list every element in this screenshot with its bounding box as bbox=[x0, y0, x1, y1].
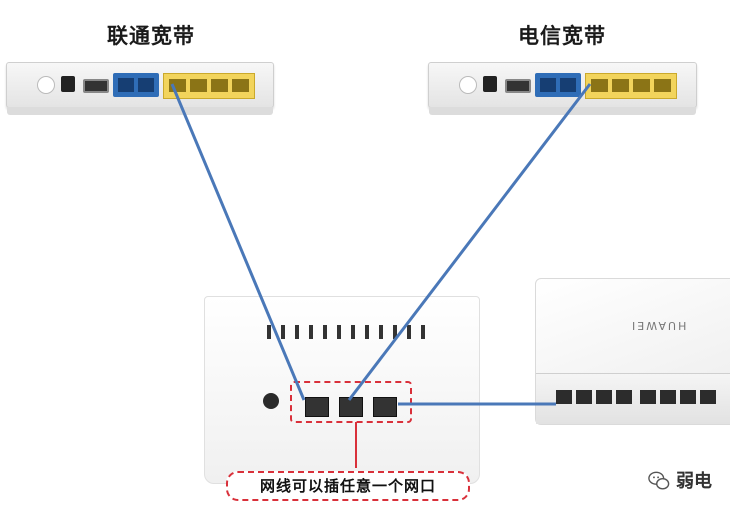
power-button-icon bbox=[459, 76, 477, 94]
usb-port-icon bbox=[83, 79, 109, 93]
router-dc-jack-icon bbox=[263, 393, 279, 409]
power-button-icon bbox=[37, 76, 55, 94]
vent-slot bbox=[267, 325, 271, 339]
vent-slot bbox=[337, 325, 341, 339]
vent-slot bbox=[309, 325, 313, 339]
vent-slot bbox=[281, 325, 285, 339]
watermark-text: 弱电 bbox=[676, 471, 712, 492]
switch-port bbox=[660, 390, 676, 404]
vent-slot bbox=[407, 325, 411, 339]
vent-slot bbox=[379, 325, 383, 339]
switch-port bbox=[680, 390, 696, 404]
vent-slot bbox=[421, 325, 425, 339]
phone-ports bbox=[535, 73, 581, 97]
vent-slot bbox=[351, 325, 355, 339]
unicom-broadband-label: 联通宽带 bbox=[107, 24, 195, 48]
switch-port bbox=[700, 390, 716, 404]
port-callout: 网线可以插任意一个网口 bbox=[226, 471, 470, 501]
switch-brand: HUAWEI bbox=[630, 319, 687, 332]
lan-ports bbox=[585, 73, 677, 99]
router-port-1 bbox=[305, 397, 329, 417]
wechat-icon bbox=[648, 471, 670, 490]
phone-ports bbox=[113, 73, 159, 97]
huawei-switch: HUAWEI bbox=[535, 278, 730, 425]
ports-highlight-box bbox=[290, 381, 412, 423]
vent-slot bbox=[323, 325, 327, 339]
switch-port bbox=[596, 390, 612, 404]
unicom-modem bbox=[6, 62, 274, 115]
dc-jack-icon bbox=[61, 76, 75, 92]
usb-port-icon bbox=[505, 79, 531, 93]
lan-ports bbox=[163, 73, 255, 99]
vent-slot bbox=[393, 325, 397, 339]
telecom-broadband-label: 电信宽带 bbox=[518, 24, 606, 48]
switch-port bbox=[556, 390, 572, 404]
vent-slot bbox=[295, 325, 299, 339]
telecom-modem bbox=[428, 62, 697, 115]
switch-front-panel bbox=[536, 373, 730, 424]
switch-port bbox=[616, 390, 632, 404]
vent-slot bbox=[365, 325, 369, 339]
switch-port bbox=[640, 390, 656, 404]
switch-port bbox=[576, 390, 592, 404]
dc-jack-icon bbox=[483, 76, 497, 92]
